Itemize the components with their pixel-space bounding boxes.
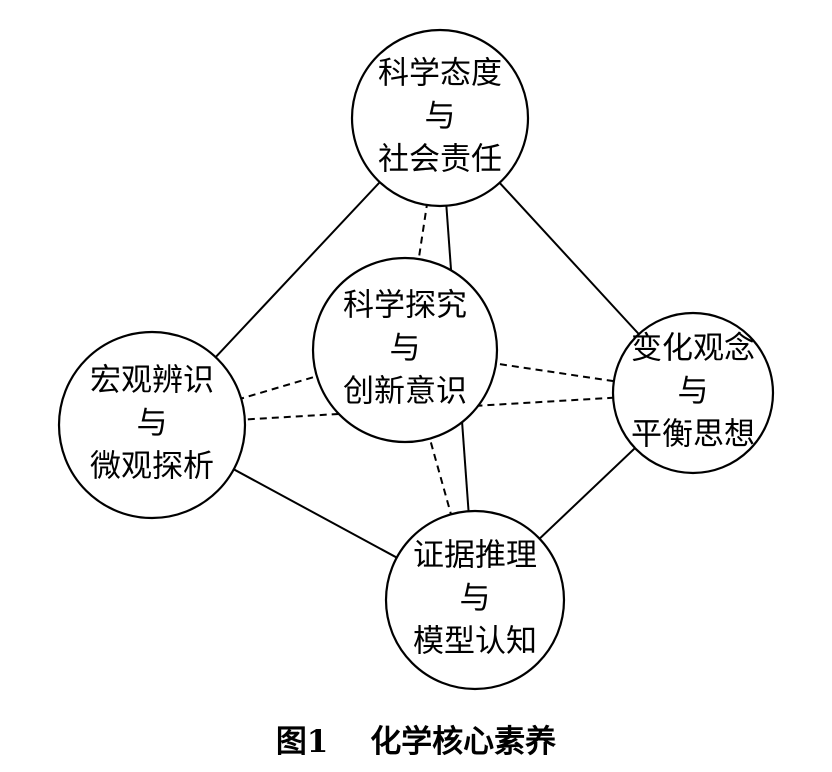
node-label-inquiry-line-1: 与 <box>390 331 421 367</box>
figure-title: 化学核心素养 <box>370 724 557 760</box>
node-label-macro-line-0: 宏观辨识 <box>90 363 214 399</box>
figure-caption: 图1 化学核心素养 <box>0 716 832 761</box>
node-label-inquiry-line-0: 科学探究 <box>343 288 467 324</box>
node-label-attitude-line-0: 科学态度 <box>378 56 502 92</box>
node-label-attitude-line-1: 与 <box>425 99 456 135</box>
node-label-change-line-1: 与 <box>678 374 709 410</box>
node-label-change-line-2: 平衡思想 <box>631 417 755 453</box>
node-label-inquiry-line-2: 创新意识 <box>343 374 467 410</box>
nodes-layer: 科学态度与社会责任科学探究与创新意识宏观辨识与微观探析变化观念与平衡思想证据推理… <box>57 28 775 691</box>
node-label-attitude-line-2: 社会责任 <box>378 142 502 178</box>
node-label-macro-line-1: 与 <box>137 406 168 442</box>
node-circle-change <box>611 311 775 475</box>
node-circle-inquiry <box>311 256 499 444</box>
node-label-evidence-line-2: 模型认知 <box>413 624 537 660</box>
node-circle-attitude <box>350 28 530 208</box>
node-circle-macro <box>57 330 247 520</box>
node-label-macro-line-2: 微观探析 <box>90 449 214 485</box>
figure-label: 图1 <box>275 724 329 760</box>
node-label-change-line-0: 变化观念 <box>631 331 755 367</box>
node-label-evidence-line-0: 证据推理 <box>413 538 537 574</box>
node-circle-evidence <box>384 509 566 691</box>
node-label-evidence-line-1: 与 <box>460 581 491 617</box>
